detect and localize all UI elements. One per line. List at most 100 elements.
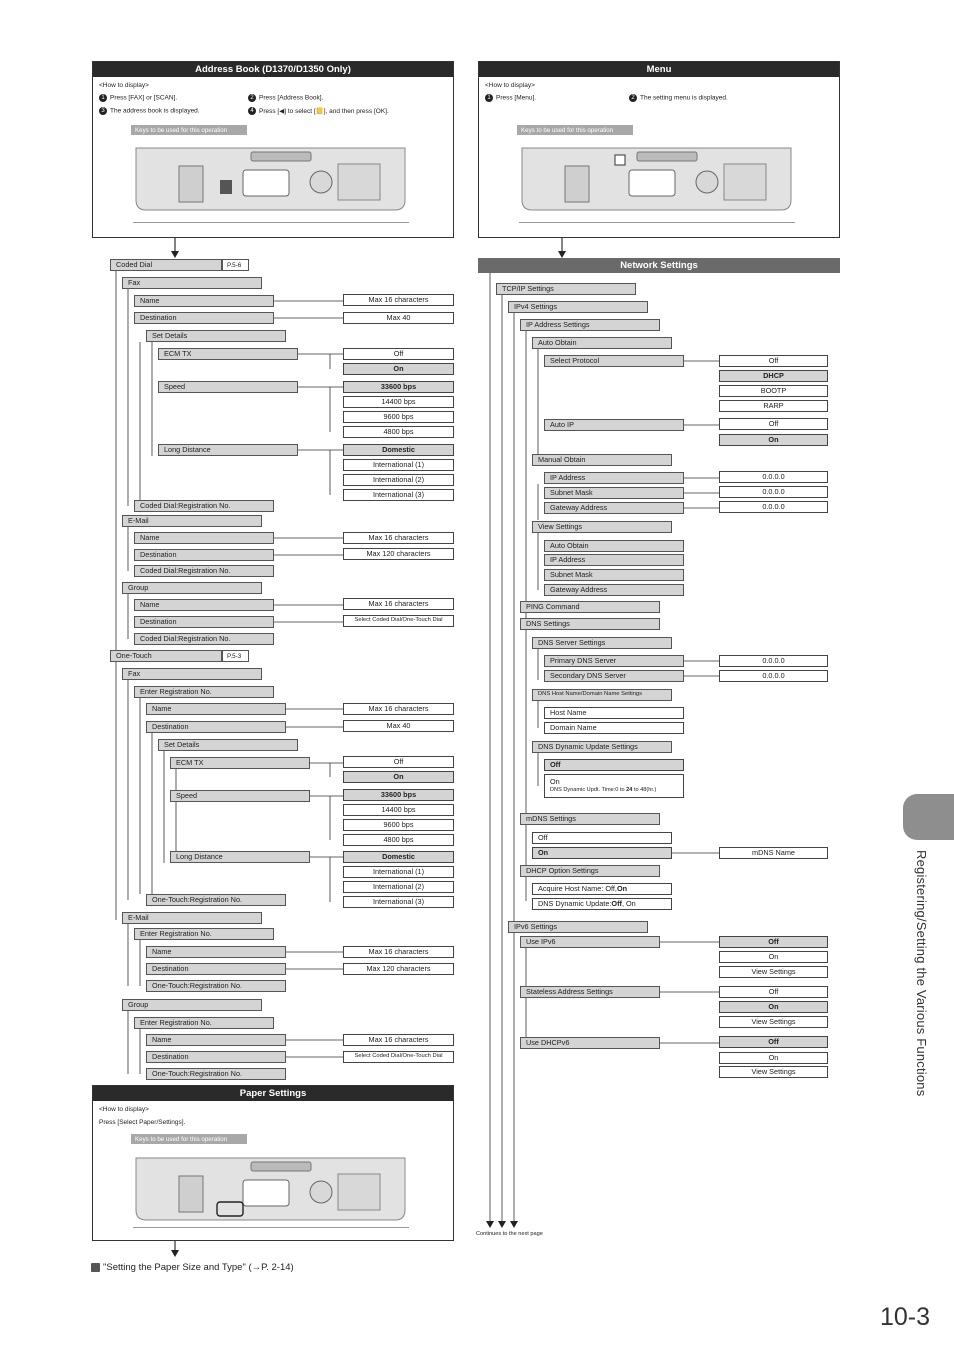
network-value: 0.0.0.0 <box>719 655 828 667</box>
network-value: BOOTP <box>719 385 828 397</box>
network-menu-item: TCP/IP Settings <box>496 283 636 295</box>
network-value: Off <box>719 355 828 367</box>
address-value: International (2) <box>343 474 454 486</box>
address-value: 4800 bps <box>343 426 454 438</box>
dns-dynamic-update-item: DNS Dynamic Update: Off, On <box>532 898 672 910</box>
network-value: 0.0.0.0 <box>719 501 828 513</box>
device-panel-illustration <box>135 147 406 211</box>
divider <box>519 222 795 223</box>
network-value: On <box>719 1001 828 1013</box>
address-menu-item: Set Details <box>158 739 298 751</box>
network-value: mDNS Name <box>719 847 828 859</box>
step-1: Press [Select Paper/Settings]. <box>99 1119 186 1126</box>
address-menu-item: Long Distance <box>158 444 298 456</box>
network-value: View Settings <box>719 1016 828 1028</box>
address-value: Max 16 characters <box>343 1034 454 1046</box>
address-menu-item: Name <box>134 532 274 544</box>
network-menu-item: Use DHCPv6 <box>520 1037 660 1049</box>
address-menu-item: Speed <box>170 790 310 802</box>
address-menu-item: Destination <box>134 312 274 324</box>
side-chapter-title: Registering/Setting the Various Function… <box>914 850 929 1097</box>
network-value: Off <box>719 418 828 430</box>
address-page-ref: P.5-3 <box>222 650 249 662</box>
how-to-display: <How to display> <box>99 82 149 89</box>
step-number: 2 <box>248 94 256 102</box>
divider <box>133 1227 409 1228</box>
address-value: Off <box>343 348 454 360</box>
step-number: 1 <box>485 94 493 102</box>
network-menu-item: DNS Settings <box>520 618 660 630</box>
address-value: 33600 bps <box>343 789 454 801</box>
address-menu-item: Name <box>134 295 274 307</box>
address-value: 9600 bps <box>343 411 454 423</box>
address-page-ref: P.5-6 <box>222 259 249 271</box>
address-menu-item: Coded Dial:Registration No. <box>134 633 274 645</box>
address-menu-item: Coded Dial:Registration No. <box>134 500 274 512</box>
address-menu-item: ECM TX <box>170 757 310 769</box>
address-value: On <box>343 363 454 375</box>
network-settings-header: Network Settings <box>478 258 840 273</box>
network-menu-item: Gateway Address <box>544 584 684 596</box>
address-value: Select Coded Dial/One-Touch Dial <box>343 1051 454 1063</box>
address-menu-item: Destination <box>146 721 286 733</box>
network-menu-item: DNS Dynamic Update Settings <box>532 741 672 753</box>
paper-settings-panel: Paper Settings <How to display> Press [S… <box>92 1085 454 1241</box>
address-value: 14400 bps <box>343 396 454 408</box>
address-book-panel: Address Book (D1370/D1350 Only) <How to … <box>92 61 454 238</box>
network-menu-item: Subnet Mask <box>544 569 684 581</box>
address-menu-item: Speed <box>158 381 298 393</box>
address-menu-item: E-Mail <box>122 912 262 924</box>
network-menu-item: IPv4 Settings <box>508 301 648 313</box>
network-value: 0.0.0.0 <box>719 471 828 483</box>
footer-reference-link[interactable]: "Setting the Paper Size and Type" (→P. 2… <box>91 1262 294 1273</box>
address-menu-item: Group <box>122 582 262 594</box>
network-menu-item: DHCP Option Settings <box>520 865 660 877</box>
address-value: Domestic <box>343 851 454 863</box>
device-panel-illustration <box>521 147 792 211</box>
address-menu-item: One-Touch <box>110 650 222 662</box>
keys-label: Keys to be used for this operation <box>517 125 633 135</box>
page-number: 10-3 <box>879 1303 930 1331</box>
address-menu-item: Enter Registration No. <box>134 686 274 698</box>
step-number: 3 <box>99 107 107 115</box>
network-value: View Settings <box>719 1066 828 1078</box>
address-menu-item: One-Touch:Registration No. <box>146 1068 286 1080</box>
network-menu-item: Subnet Mask <box>544 487 684 499</box>
address-value: International (1) <box>343 459 454 471</box>
address-menu-item: ECM TX <box>158 348 298 360</box>
address-value: International (2) <box>343 881 454 893</box>
network-value: Off <box>719 1036 828 1048</box>
network-menu-item: DNS Host Name/Domain Name Settings <box>532 689 672 701</box>
network-value: 0.0.0.0 <box>719 486 828 498</box>
how-to-display: <How to display> <box>485 82 535 89</box>
address-value: Domestic <box>343 444 454 456</box>
address-value: On <box>343 771 454 783</box>
address-value: Max 40 <box>343 312 454 324</box>
address-value: Max 120 characters <box>343 548 454 560</box>
step-number: 1 <box>99 94 107 102</box>
address-menu-item: One-Touch:Registration No. <box>146 980 286 992</box>
network-menu-item: Off <box>544 759 684 771</box>
step-number: 2 <box>629 94 637 102</box>
device-panel-illustration <box>135 1157 406 1221</box>
network-menu-item: Stateless Address Settings <box>520 986 660 998</box>
menu-title: Menu <box>479 62 839 77</box>
address-menu-item: E-Mail <box>122 515 262 527</box>
network-menu-item: Primary DNS Server <box>544 655 684 667</box>
address-value: 33600 bps <box>343 381 454 393</box>
address-menu-item: Fax <box>122 668 262 680</box>
address-value: 14400 bps <box>343 804 454 816</box>
keys-label: Keys to be used for this operation <box>131 1134 247 1144</box>
keys-label: Keys to be used for this operation <box>131 125 247 135</box>
address-menu-item: Name <box>134 599 274 611</box>
address-menu-item: Name <box>146 703 286 715</box>
network-menu-item: PING Command <box>520 601 660 613</box>
divider <box>133 222 409 223</box>
